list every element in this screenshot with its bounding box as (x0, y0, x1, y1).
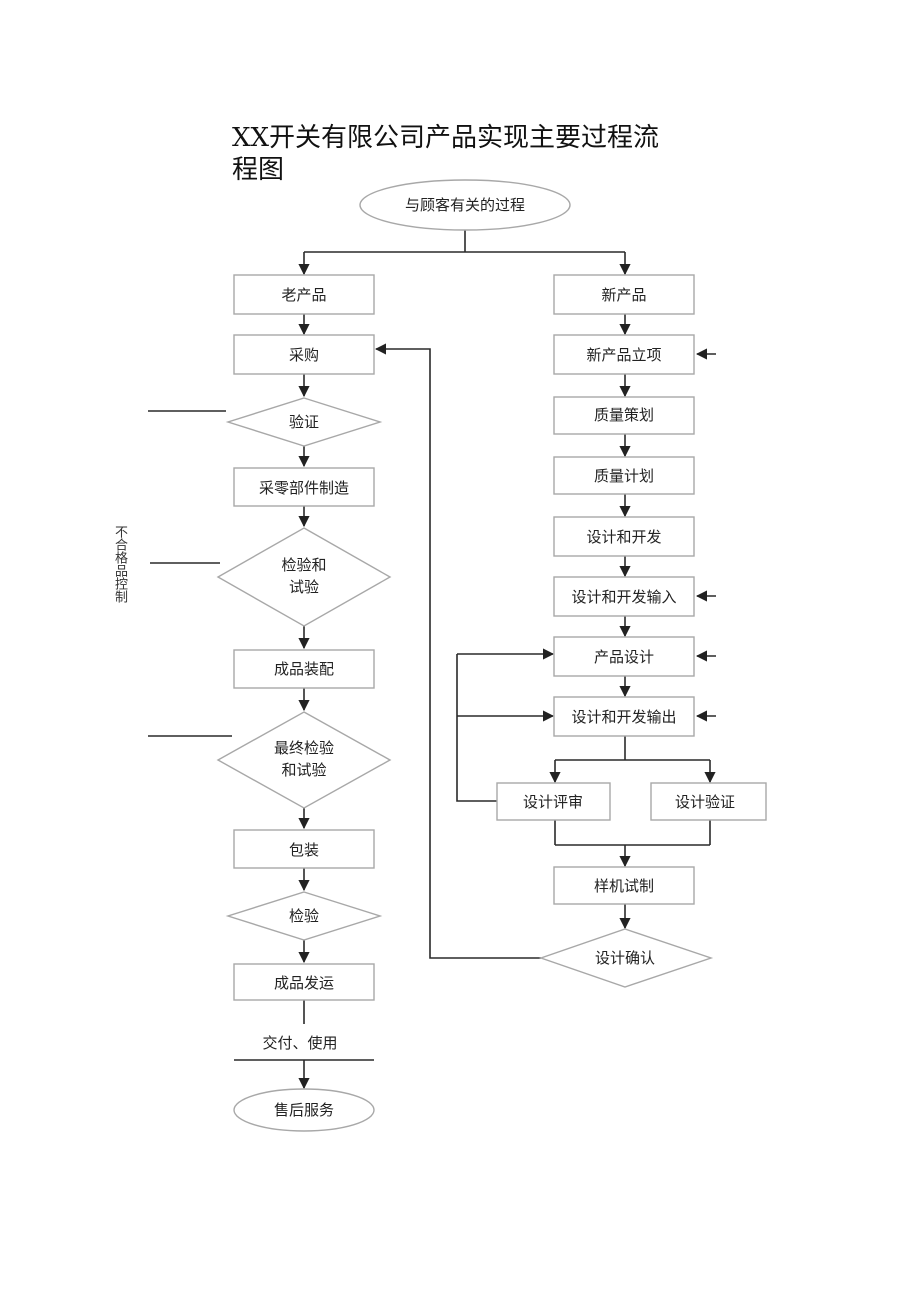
node-assembly-label: 成品装配 (274, 660, 334, 678)
node-final-inspection (216, 711, 392, 809)
node-design-confirmation (538, 928, 714, 988)
node-parts-manufacturing-label: 采零部件制造 (259, 479, 349, 497)
node-new-product (553, 274, 695, 315)
node-design-input (553, 576, 695, 617)
page-title: XX开关有限公司产品实现主要过程流程图 (232, 123, 660, 185)
node-procurement-label: 采购 (289, 346, 319, 364)
node-quality-plan (553, 456, 695, 495)
node-new-product-label: 新产品 (601, 286, 646, 304)
node-quality-planning-label: 质量策划 (594, 406, 654, 424)
node-parts-manufacturing (233, 467, 375, 507)
node-final-inspection-label-1: 最终检验 (274, 739, 334, 757)
node-prototype-label: 样机试制 (594, 877, 654, 895)
nonconforming-control-label: 不合格品控制 (112, 525, 127, 603)
connector-review-feedback (456, 654, 497, 802)
node-shipping (233, 963, 375, 1001)
node-procurement (233, 334, 375, 375)
node-after-sales-label: 售后服务 (274, 1101, 334, 1119)
node-verification (225, 397, 383, 447)
node-assembly (233, 649, 375, 689)
node-product-design (553, 636, 695, 677)
node-inspection-test-label-2: 试验 (289, 578, 319, 596)
node-design-confirmation-label: 设计确认 (595, 949, 655, 967)
connectors (148, 230, 716, 1090)
node-design-development-label: 设计和开发 (586, 528, 661, 546)
node-design-development (553, 516, 695, 557)
node-design-input-label: 设计和开发输入 (571, 588, 676, 606)
node-design-output-label: 设计和开发输出 (571, 708, 676, 726)
node-quality-planning (553, 396, 695, 435)
node-packaging (233, 829, 375, 869)
node-design-verification (650, 782, 767, 821)
node-final-inspection-label-2: 和试验 (281, 761, 326, 779)
node-inspection (225, 891, 383, 941)
node-design-verification-label: 设计验证 (675, 793, 735, 811)
node-design-review-label: 设计评审 (523, 793, 583, 811)
node-product-design-label: 产品设计 (594, 648, 654, 666)
node-old-product (233, 274, 375, 315)
node-shipping-label: 成品发运 (274, 974, 334, 992)
node-quality-plan-label: 质量计划 (594, 467, 654, 485)
node-inspection-test (216, 527, 392, 627)
node-prototype (553, 866, 695, 905)
node-design-output (553, 696, 695, 737)
node-verification-label: 验证 (289, 413, 319, 431)
node-inspection-label: 检验 (289, 907, 319, 925)
node-old-product-label: 老产品 (281, 286, 326, 304)
node-delivery-use-label: 交付、使用 (262, 1034, 337, 1052)
node-after-sales (233, 1088, 375, 1132)
arrow-confirmation-to-procurement (374, 343, 541, 959)
node-inspection-test-label-1: 检验和 (281, 556, 326, 574)
node-new-product-project (553, 334, 695, 375)
node-new-product-project-label: 新产品立项 (586, 346, 661, 364)
node-customer-process (359, 179, 571, 231)
node-packaging-label: 包装 (289, 841, 319, 859)
node-customer-process-label: 与顾客有关的过程 (405, 196, 525, 214)
node-design-review (496, 782, 611, 821)
